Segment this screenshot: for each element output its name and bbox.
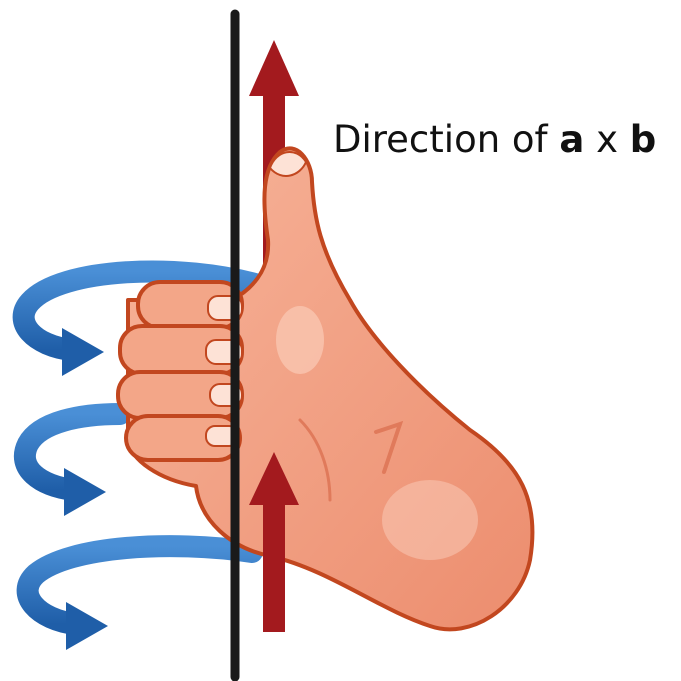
finger-index xyxy=(138,282,242,328)
finger-ring xyxy=(118,372,242,418)
caption-prefix: Direction of xyxy=(333,118,559,161)
vector-a-label: a xyxy=(559,118,584,161)
finger-little xyxy=(126,416,240,460)
vector-b-label: b xyxy=(630,118,657,161)
hand-icon xyxy=(118,148,533,629)
direction-caption: Direction of a x b xyxy=(333,118,656,162)
rotation-arrow-icon-middle xyxy=(25,414,120,516)
finger-middle xyxy=(120,326,242,374)
rotation-arrow-icon-bottom xyxy=(28,546,252,650)
cross-operator: x xyxy=(584,118,629,161)
